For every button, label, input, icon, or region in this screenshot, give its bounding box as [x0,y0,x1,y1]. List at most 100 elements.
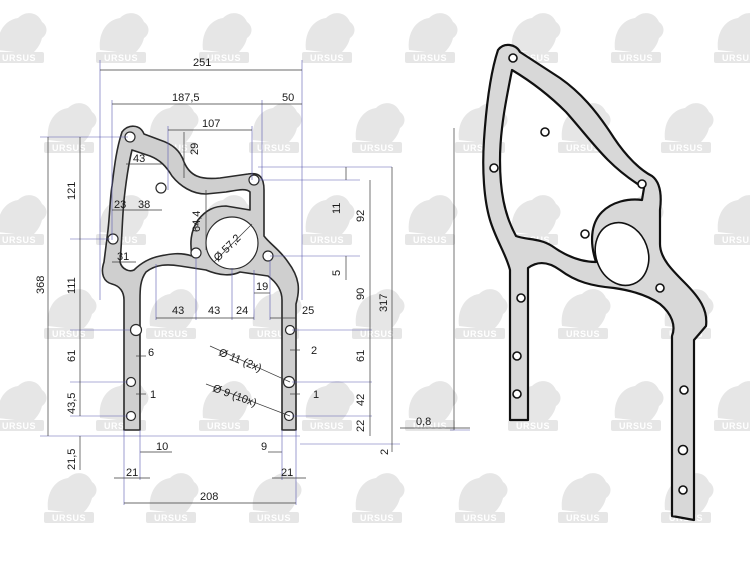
dim-2-thickness: 2 [379,449,391,455]
dim-38: 38 [138,199,150,211]
svg-text:URSUS: URSUS [516,53,550,63]
svg-text:URSUS: URSUS [104,421,138,431]
svg-text:URSUS: URSUS [154,329,188,339]
watermark-logo: URSUS [44,103,97,153]
watermark-logo: URSUS [455,473,508,523]
svg-text:URSUS: URSUS [2,235,36,245]
watermark-logo: URSUS [352,103,405,153]
svg-text:URSUS: URSUS [52,513,86,523]
bolt-hole-3d [489,163,499,173]
bolt-hole-3d [512,351,522,361]
watermark-logo: URSUS [302,195,355,245]
watermark-logo: URSUS [714,381,750,431]
dim-1-right: 1 [313,389,319,401]
svg-text:URSUS: URSUS [207,421,241,431]
watermark-logo: URSUS [405,13,458,63]
watermark-logo: URSUS [714,13,750,63]
bolt-hole-3d [678,485,688,495]
svg-text:URSUS: URSUS [413,235,447,245]
watermark-logo: URSUS [146,289,199,339]
dim-64-4: 64,4 [191,211,203,232]
watermark-logo: URSUS [146,473,199,523]
svg-text:URSUS: URSUS [619,53,653,63]
svg-text:URSUS: URSUS [310,53,344,63]
dim-5: 5 [331,270,343,276]
dim-42: 42 [355,394,367,406]
watermark-logo: URSUS [405,195,458,245]
svg-text:URSUS: URSUS [566,513,600,523]
bolt-hole-3d [679,385,689,395]
dim-43-5: 43,5 [66,393,78,414]
dim-24: 24 [236,305,248,317]
watermark-logo: URSUS [611,381,664,431]
watermark-layer: URSUS URSUS URSUS URSUS URSUS URSUS URSUS URSUS… [0,13,750,523]
watermark-logo: URSUS [558,289,611,339]
bolt-hole-3d [655,283,665,293]
gasket-front-view [101,125,300,431]
svg-text:URSUS: URSUS [2,53,36,63]
dim-21-right: 21 [281,467,293,479]
watermark-logo: URSUS [0,13,47,63]
dim-61-right: 61 [355,350,367,362]
watermark-logo: URSUS [249,103,302,153]
bolt-hole-3d [540,127,550,137]
dim-25: 25 [302,305,314,317]
svg-text:URSUS: URSUS [360,329,394,339]
watermark-logo: URSUS [714,195,750,245]
dim-9: 9 [261,441,267,453]
watermark-logo: URSUS [302,13,355,63]
bolt-hole-3d [508,53,518,63]
svg-text:URSUS: URSUS [360,143,394,153]
watermark-logo: URSUS [455,289,508,339]
watermark-logo: URSUS [352,473,405,523]
dim-29: 29 [189,143,201,155]
watermark-logo: URSUS [611,13,664,63]
watermark-logo: URSUS [558,473,611,523]
dim-61-left: 61 [66,350,78,362]
svg-text:URSUS: URSUS [257,143,291,153]
svg-text:URSUS: URSUS [2,421,36,431]
dim-187-5: 187,5 [172,92,200,104]
svg-text:URSUS: URSUS [52,143,86,153]
bolt-hole-3d [580,229,590,239]
dim-107: 107 [202,118,220,130]
dimension-lines [40,60,470,505]
bolt-hole [248,174,260,186]
dim-22: 22 [355,420,367,432]
bolt-hole [190,247,202,259]
svg-text:URSUS: URSUS [619,421,653,431]
gasket-3d-view [482,43,708,522]
svg-text:URSUS: URSUS [463,143,497,153]
dim-50: 50 [282,92,294,104]
watermark-logo: URSUS [96,13,149,63]
gasket-3d-outline [482,43,708,522]
watermark-logo: URSUS [199,13,252,63]
label-hole-11: Ø 11 (2x) [217,347,263,375]
dim-43-b: 43 [208,305,220,317]
center-bore-3d [594,221,650,287]
watermark-logo: URSUS [661,103,714,153]
dim-10: 10 [156,441,168,453]
dim-368: 368 [35,276,47,294]
dim-19: 19 [256,281,268,293]
svg-text:URSUS: URSUS [463,329,497,339]
bolt-hole-3d [516,293,526,303]
dim-121: 121 [66,182,78,200]
bolt-hole-3d [637,179,647,189]
watermark-logo: URSUS [0,381,47,431]
svg-text:URSUS: URSUS [104,53,138,63]
svg-text:URSUS: URSUS [207,53,241,63]
bolt-hole-3d [512,389,522,399]
dim-2: 2 [311,345,317,357]
svg-text:URSUS: URSUS [154,513,188,523]
svg-text:URSUS: URSUS [360,513,394,523]
svg-text:URSUS: URSUS [257,329,291,339]
svg-text:URSUS: URSUS [257,513,291,523]
watermark-logo: URSUS [44,473,97,523]
svg-text:URSUS: URSUS [310,235,344,245]
dim-23: 23 [114,199,126,211]
svg-text:URSUS: URSUS [722,421,750,431]
dim-6: 6 [148,347,154,359]
svg-text:URSUS: URSUS [413,421,447,431]
